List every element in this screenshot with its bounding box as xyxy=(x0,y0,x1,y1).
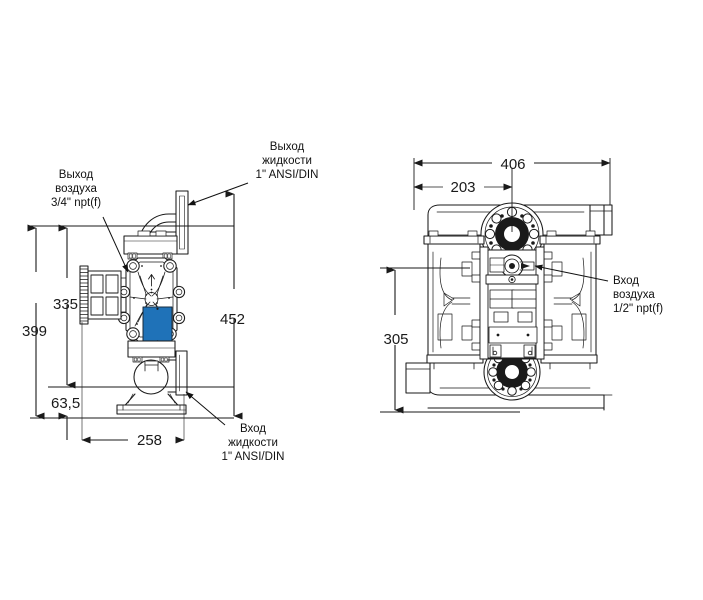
right-view-group: 406 203 305 Вход воздуха 1/2" npt(f) xyxy=(380,156,663,414)
pump-side-geometry xyxy=(405,202,613,411)
callout-fluid-inlet-line2: жидкости xyxy=(228,437,278,449)
diaphragm-cover-highlight xyxy=(142,306,173,344)
callout-fluid-outlet-line2: жидкости xyxy=(262,155,312,167)
left-view-dimension-lines xyxy=(27,190,243,444)
dim-452-value: 452 xyxy=(220,311,245,328)
callout-fluid-outlet: Выход жидкости 1" ANSI/DIN xyxy=(256,141,319,181)
callout-air-outlet-line1: Выход xyxy=(59,169,94,181)
pump-front-geometry xyxy=(79,190,189,415)
callout-fluid-inlet-line3: 1" ANSI/DIN xyxy=(222,451,285,463)
callout-air-outlet: Выход воздуха 3/4" npt(f) xyxy=(51,169,101,209)
callout-air-inlet-leader xyxy=(534,264,609,282)
callout-air-inlet-line1: Вход xyxy=(613,275,639,287)
right-view-dimension-lines xyxy=(386,159,611,414)
callout-air-inlet-line2: воздуха xyxy=(613,289,655,301)
callout-fluid-outlet-line1: Выход xyxy=(270,141,305,153)
right-view-callout-leaders xyxy=(534,264,609,282)
callout-fluid-inlet: Вход жидкости 1" ANSI/DIN xyxy=(222,423,285,463)
left-view-callout-leaders xyxy=(102,182,249,426)
dim-335-value: 335 xyxy=(53,296,78,313)
dim-258-value: 258 xyxy=(137,432,162,449)
dim-63-5-value: 63,5 xyxy=(51,395,80,412)
callout-air-inlet-line3: 1/2" npt(f) xyxy=(613,303,663,315)
callout-fluid-outlet-leader xyxy=(187,182,249,206)
callout-air-inlet: Вход воздуха 1/2" npt(f) xyxy=(613,275,663,315)
dim-305-value: 305 xyxy=(383,331,408,348)
dim-399-value: 399 xyxy=(22,323,47,340)
callout-fluid-inlet-leader xyxy=(185,391,226,426)
callout-fluid-inlet-line1: Вход xyxy=(240,423,266,435)
callout-air-outlet-line2: воздуха xyxy=(55,183,97,195)
callout-air-outlet-leader xyxy=(102,216,129,273)
dim-406-value: 406 xyxy=(500,156,525,173)
callout-fluid-outlet-line3: 1" ANSI/DIN xyxy=(256,169,319,181)
left-view-group: 399 335 452 63,5 258 Выход воздуха 3/4" … xyxy=(22,141,318,463)
callout-air-outlet-line3: 3/4" npt(f) xyxy=(51,197,101,209)
dim-203-value: 203 xyxy=(450,179,475,196)
